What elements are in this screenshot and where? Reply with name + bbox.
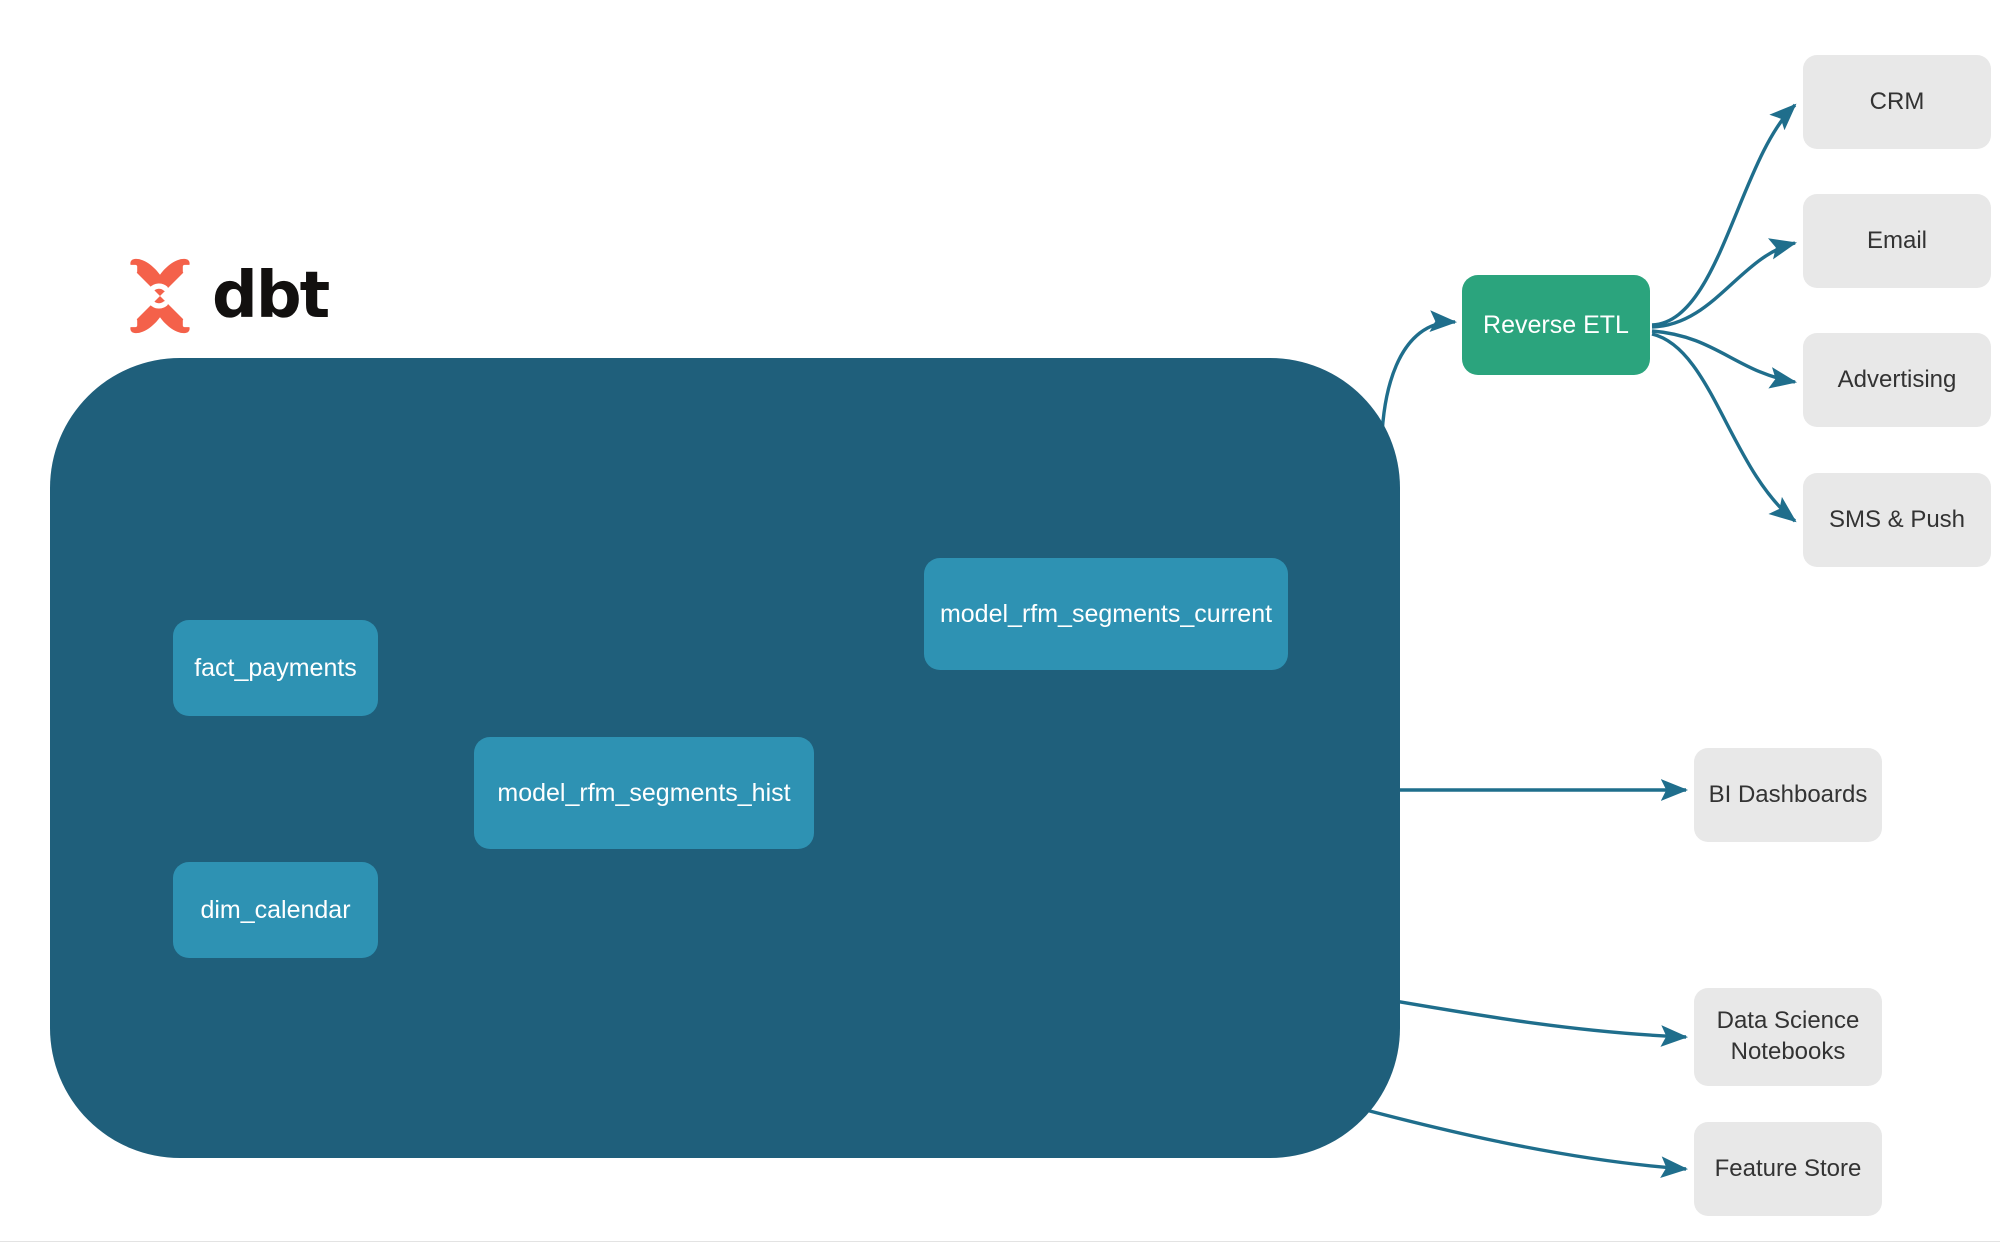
model-node-fact-payments[interactable]: fact_payments <box>173 620 378 716</box>
destination-label-line2: Notebooks <box>1730 1038 1846 1065</box>
destination-label: Advertising <box>1837 365 1957 393</box>
destination-label: BI Dashboards <box>1708 780 1868 808</box>
dbt-brand: dbt <box>122 258 330 334</box>
destination-node-email[interactable]: Email <box>1803 194 1991 288</box>
destination-node-crm[interactable]: CRM <box>1803 55 1991 149</box>
destination-node-bi-dashboards[interactable]: BI Dashboards <box>1694 748 1882 842</box>
model-node-dim-calendar[interactable]: dim_calendar <box>173 862 378 958</box>
model-node-rfm-segments-hist[interactable]: model_rfm_segments_hist <box>474 737 814 849</box>
edge-reverse-etl-to-crm <box>1651 103 1797 327</box>
model-node-rfm-segments-current[interactable]: model_rfm_segments_current <box>924 558 1288 670</box>
edge-reverse-etl-to-email <box>1651 238 1797 329</box>
model-node-label: dim_calendar <box>200 895 351 924</box>
destination-label-line1: Data Science <box>1716 1007 1860 1035</box>
edge-reverse-etl-to-advertising <box>1651 329 1798 389</box>
destination-label: Feature Store <box>1714 1154 1862 1182</box>
model-node-label: fact_payments <box>194 653 357 682</box>
destination-node-sms-push[interactable]: SMS & Push <box>1803 473 1991 567</box>
destination-label: SMS & Push <box>1828 505 1966 533</box>
dbt-logo-icon <box>128 258 192 334</box>
bottom-divider <box>0 1241 2000 1242</box>
model-node-label: model_rfm_segments_current <box>939 599 1273 628</box>
destination-label: Email <box>1866 226 1927 254</box>
reverse-etl-label: Reverse ETL <box>1483 310 1629 339</box>
destination-node-feature-store[interactable]: Feature Store <box>1694 1122 1882 1216</box>
destination-node-advertising[interactable]: Advertising <box>1803 333 1991 427</box>
reverse-etl-fanout-group <box>1651 103 1798 523</box>
edge-reverse-etl-to-sms-push <box>1651 332 1797 523</box>
reverse-etl-node[interactable]: Reverse ETL <box>1462 275 1650 375</box>
destination-label-wrap: Data Science Notebooks <box>1717 1006 1860 1067</box>
destination-node-data-science-notebooks[interactable]: Data Science Notebooks <box>1694 988 1882 1086</box>
dbt-wordmark: dbt <box>212 259 330 333</box>
model-node-label: model_rfm_segments_hist <box>497 778 791 807</box>
destination-label: CRM <box>1869 87 1925 115</box>
